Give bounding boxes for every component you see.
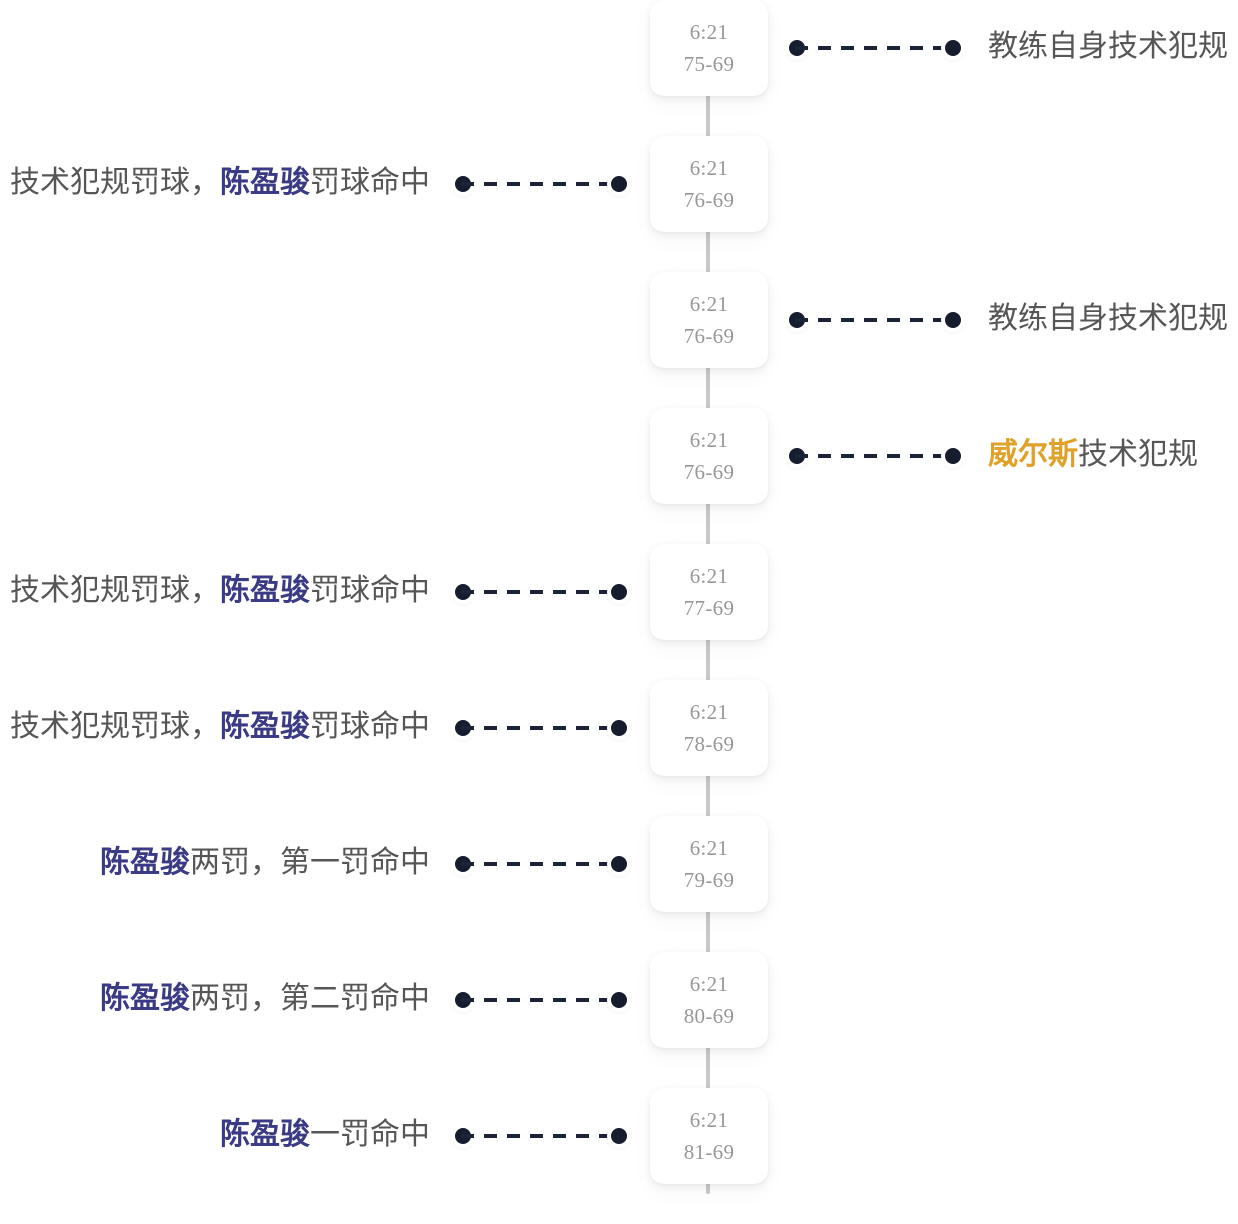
event-time: 6:21 (689, 972, 729, 996)
timeline-row[interactable]: 6:21 80-69 陈盈骏两罚，第二罚命中 (0, 952, 1238, 1088)
event-time: 6:21 (689, 428, 729, 452)
event-label[interactable]: 技术犯规罚球，陈盈骏罚球命中 (10, 704, 430, 750)
connector-dash-line (461, 590, 621, 594)
connector-dot-icon (611, 176, 627, 192)
event-score: 76-69 (683, 460, 735, 484)
score-card[interactable]: 6:21 78-69 (650, 680, 768, 776)
event-score: 79-69 (683, 868, 735, 892)
connector-dash-line (461, 998, 621, 1002)
connector-dash-line (461, 182, 621, 186)
event-score: 80-69 (683, 1004, 735, 1028)
event-time: 6:21 (689, 20, 729, 44)
score-card[interactable]: 6:21 79-69 (650, 816, 768, 912)
event-connector-right (789, 40, 961, 56)
event-score: 78-69 (683, 732, 735, 756)
event-connector-left (455, 856, 627, 872)
event-connector-left (455, 176, 627, 192)
event-text-segment: 罚球命中 (310, 710, 430, 743)
score-card[interactable]: 6:21 77-69 (650, 544, 768, 640)
score-card[interactable]: 6:21 80-69 (650, 952, 768, 1048)
player-name-highlight: 陈盈骏 (220, 710, 310, 743)
connector-dot-icon (611, 584, 627, 600)
player-name-highlight: 威尔斯 (988, 438, 1078, 471)
connector-dash-line (461, 1134, 621, 1138)
timeline-row[interactable]: 6:21 79-69 陈盈骏两罚，第一罚命中 (0, 816, 1238, 952)
event-time: 6:21 (689, 564, 729, 588)
event-text-segment: 一罚命中 (310, 1118, 430, 1151)
event-label[interactable]: 陈盈骏两罚，第一罚命中 (100, 840, 430, 886)
timeline-row[interactable]: 6:21 76-69 技术犯规罚球，陈盈骏罚球命中 (0, 136, 1238, 272)
player-name-highlight: 陈盈骏 (100, 982, 190, 1015)
event-text-segment: 罚球命中 (310, 166, 430, 199)
event-label[interactable]: 教练自身技术犯规 (988, 296, 1228, 342)
event-text-segment: 技术犯规 (1078, 438, 1198, 471)
event-text-segment: 罚球命中 (310, 574, 430, 607)
event-text-segment: 两罚，第一罚命中 (190, 846, 430, 879)
connector-dash-line (461, 726, 621, 730)
event-text-segment: 教练自身技术犯规 (988, 30, 1228, 63)
timeline-row[interactable]: 6:21 77-69 技术犯规罚球，陈盈骏罚球命中 (0, 544, 1238, 680)
event-connector-left (455, 720, 627, 736)
event-score: 76-69 (683, 324, 735, 348)
event-label[interactable]: 陈盈骏一罚命中 (220, 1112, 430, 1158)
event-connector-left (455, 1128, 627, 1144)
timeline-row[interactable]: 6:21 76-69 威尔斯技术犯规 (0, 408, 1238, 544)
event-time: 6:21 (689, 156, 729, 180)
event-text-segment: 技术犯规罚球， (10, 710, 220, 743)
connector-dash-line (795, 318, 955, 322)
connector-dot-icon (611, 1128, 627, 1144)
connector-dash-line (795, 46, 955, 50)
event-time: 6:21 (689, 836, 729, 860)
event-connector-left (455, 584, 627, 600)
event-label[interactable]: 技术犯规罚球，陈盈骏罚球命中 (10, 568, 430, 614)
event-time: 6:21 (689, 700, 729, 724)
event-label[interactable]: 教练自身技术犯规 (988, 24, 1228, 70)
event-score: 81-69 (683, 1140, 735, 1164)
player-name-highlight: 陈盈骏 (220, 1118, 310, 1151)
event-text-segment: 技术犯规罚球， (10, 574, 220, 607)
event-connector-right (789, 312, 961, 328)
event-connector-right (789, 448, 961, 464)
event-time: 6:21 (689, 1108, 729, 1132)
score-card[interactable]: 6:21 76-69 (650, 408, 768, 504)
player-name-highlight: 陈盈骏 (220, 574, 310, 607)
connector-dot-icon (945, 40, 961, 56)
score-card[interactable]: 6:21 81-69 (650, 1088, 768, 1184)
score-card[interactable]: 6:21 75-69 (650, 0, 768, 96)
score-card[interactable]: 6:21 76-69 (650, 136, 768, 232)
event-score: 75-69 (683, 52, 735, 76)
timeline-row[interactable]: 6:21 75-69 教练自身技术犯规 (0, 0, 1238, 136)
connector-dot-icon (611, 720, 627, 736)
connector-dash-line (461, 862, 621, 866)
event-text-segment: 教练自身技术犯规 (988, 302, 1228, 335)
event-text-segment: 两罚，第二罚命中 (190, 982, 430, 1015)
event-score: 77-69 (683, 596, 735, 620)
timeline-row[interactable]: 6:21 78-69 技术犯规罚球，陈盈骏罚球命中 (0, 680, 1238, 816)
connector-dash-line (795, 454, 955, 458)
event-label[interactable]: 技术犯规罚球，陈盈骏罚球命中 (10, 160, 430, 206)
event-label[interactable]: 陈盈骏两罚，第二罚命中 (100, 976, 430, 1022)
player-name-highlight: 陈盈骏 (100, 846, 190, 879)
event-time: 6:21 (689, 292, 729, 316)
connector-dot-icon (945, 312, 961, 328)
event-text-segment: 技术犯规罚球， (10, 166, 220, 199)
connector-dot-icon (611, 856, 627, 872)
timeline-row[interactable]: 6:21 81-69 陈盈骏一罚命中 (0, 1088, 1238, 1224)
event-score: 76-69 (683, 188, 735, 212)
connector-dot-icon (611, 992, 627, 1008)
event-label[interactable]: 威尔斯技术犯规 (988, 432, 1198, 478)
event-connector-left (455, 992, 627, 1008)
connector-dot-icon (945, 448, 961, 464)
timeline-row[interactable]: 6:21 76-69 教练自身技术犯规 (0, 272, 1238, 408)
score-card[interactable]: 6:21 76-69 (650, 272, 768, 368)
player-name-highlight: 陈盈骏 (220, 166, 310, 199)
